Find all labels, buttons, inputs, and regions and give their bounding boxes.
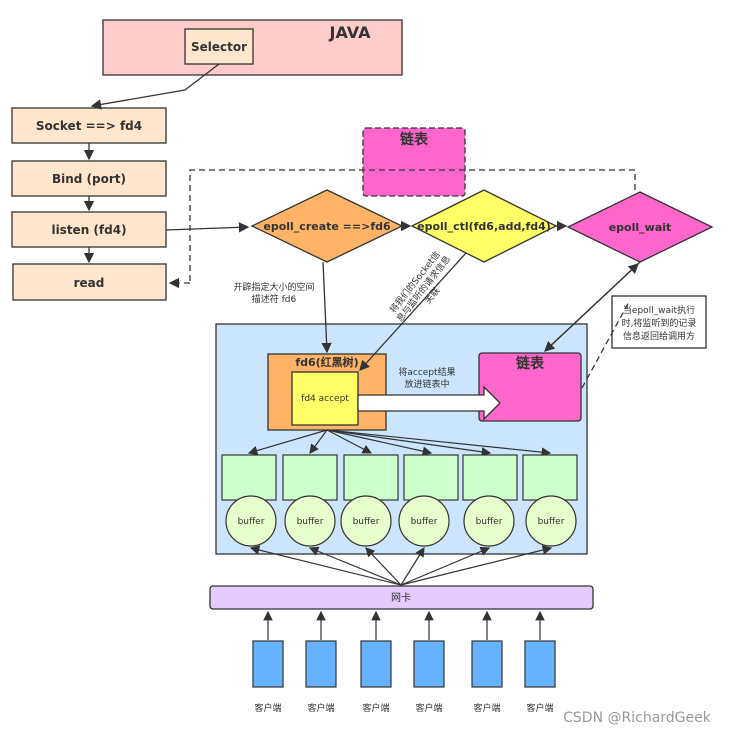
accept-note-1: 将accept结果 [398, 366, 455, 378]
epoll-wait-diamond [566, 191, 714, 263]
epoll-create-label: epoll_create ==>fd6 [263, 220, 391, 233]
socket-label: Socket ==> fd4 [36, 119, 142, 133]
socket-buffer-box [221, 454, 277, 501]
buffer-label: buffer [238, 517, 265, 527]
socket-buffer-box [282, 454, 338, 501]
client-box [360, 640, 392, 688]
wait-note-2: 时,将监听到的记录 [622, 317, 697, 329]
top-linked-list-box [362, 127, 466, 197]
client-label: 客户端 [473, 702, 500, 714]
create-note-2: 描述符 fd6 [252, 293, 297, 305]
buffer-label: buffer [538, 517, 565, 527]
selector-box [184, 28, 254, 65]
socket-buffer-box [522, 454, 578, 501]
buffer-circle [463, 495, 515, 547]
nic-label: 网卡 [391, 591, 411, 604]
java-title: JAVA [329, 23, 372, 42]
buffer-circle [284, 495, 336, 547]
read-box [12, 263, 167, 301]
dashed-return-line [189, 169, 636, 283]
client-label: 客户端 [307, 702, 334, 714]
nic-box [209, 585, 594, 610]
buffer-label: buffer [411, 517, 438, 527]
big-arrow [357, 385, 501, 421]
fd4-accept-label: fd4 accept [301, 394, 349, 404]
socket-buffer-box [403, 454, 459, 501]
client-label: 客户端 [362, 702, 389, 714]
epoll-wait-label: epoll_wait [609, 221, 672, 234]
buffer-label: buffer [353, 517, 380, 527]
fd6-label: fd6(红黑树) [295, 355, 358, 369]
wait-note-1: 当epoll_wait执行 [623, 304, 695, 316]
buffer-label: buffer [476, 517, 503, 527]
client-box [524, 640, 556, 688]
buffer-label: buffer [297, 517, 324, 527]
listen-label: listen (fd4) [51, 223, 126, 237]
client-box [471, 640, 503, 688]
accept-note-2: 放进链表中 [404, 378, 449, 390]
client-box [305, 640, 337, 688]
create-note-1: 开辟指定大小的空间 [233, 281, 314, 293]
top-linked-list-label: 链表 [400, 131, 429, 148]
socket-buffer-box [462, 454, 518, 501]
wait-note-3: 信息返回给调用方 [623, 330, 695, 342]
epoll-ctl-label: epoll_ctl(fd6,add,fd4) [417, 220, 551, 233]
client-box [252, 640, 284, 688]
client-label: 客户端 [415, 702, 442, 714]
selector-label: Selector [191, 40, 247, 54]
bind-box [11, 160, 167, 197]
read-label: read [74, 276, 105, 290]
bind-label: Bind (port) [52, 172, 126, 186]
socket-buffer-box [343, 454, 399, 501]
client-box [413, 640, 445, 688]
client-label: 客户端 [254, 702, 281, 714]
kernel-linked-list-label: 链表 [516, 355, 545, 372]
buffer-circle [340, 495, 392, 547]
client-label: 客户端 [526, 702, 553, 714]
buffer-circle [398, 495, 450, 547]
kernel-linked-list-box [478, 352, 582, 422]
watermark: CSDN @RichardGeek [563, 710, 712, 726]
